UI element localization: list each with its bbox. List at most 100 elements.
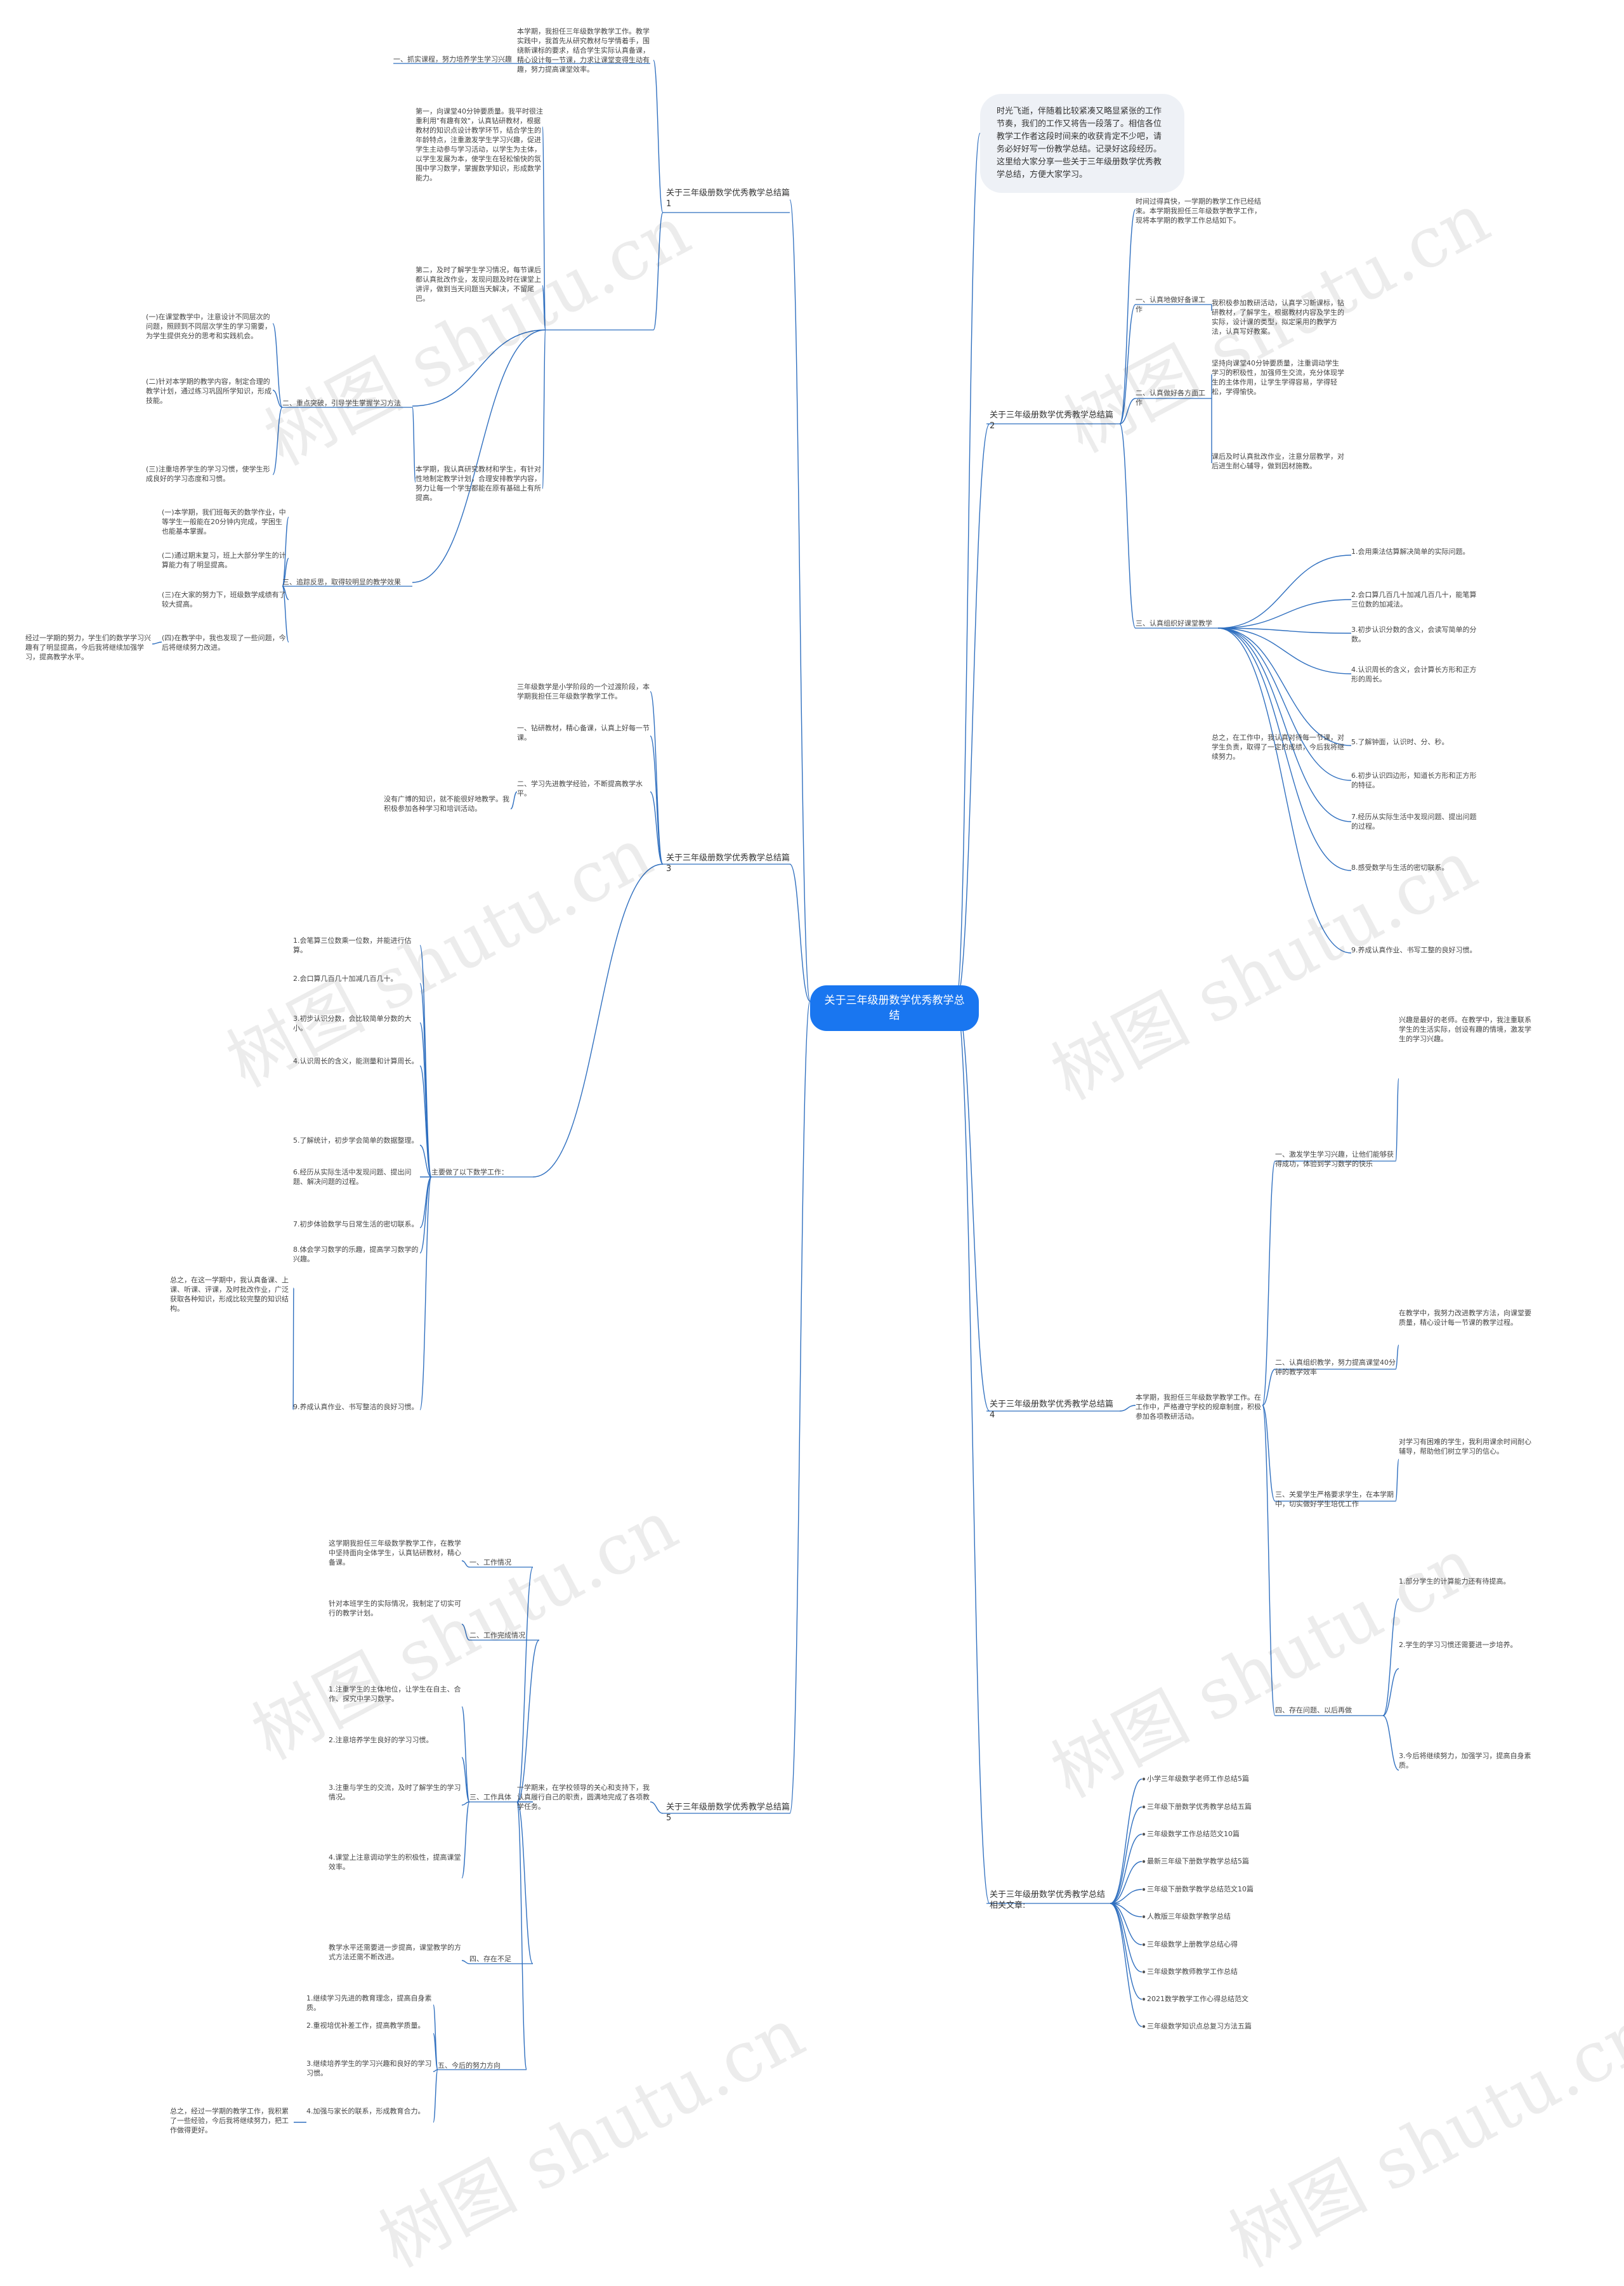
connector — [292, 1287, 294, 1410]
connector — [1119, 423, 1136, 629]
connector — [955, 1001, 990, 1412]
b2-item-9: 9.养成认真作业、书写工整的良好习惯。 — [1351, 946, 1477, 954]
intro-bubble: 时光飞逝，伴随着比较紧凑又略显紧张的工作节奏，我们的工作又将告一段落了。相信各位… — [980, 94, 1184, 193]
connector — [461, 1757, 470, 1803]
b2-item-4: 4.认识周长的含义，会计算长方形和正方形的周长。 — [1351, 666, 1477, 683]
connector — [1217, 627, 1352, 871]
b3-item-1: 1.会笔算三位数乘一位数，并能进行估算。 — [293, 936, 412, 954]
connector — [272, 390, 283, 408]
b3-item-4: 4.认识周长的含义，能测量和计算周长。 — [293, 1057, 419, 1065]
connector — [461, 1801, 470, 1879]
related-link[interactable]: 三年级数学教师教学工作总结 — [1147, 1967, 1238, 1976]
root-topic[interactable]: 关于三年级册数学优秀教学总结 — [810, 985, 979, 1031]
connector — [461, 1960, 470, 1964]
b5-section-4[interactable]: 四、存在不足 — [469, 1955, 511, 1963]
related-link[interactable]: 三年级数学上册教学总结心得 — [1147, 1940, 1238, 1948]
b4-section-2-text: 在教学中，我努力改进教学方法，向课堂要质量，精心设计每一节课的教学过程。 — [1399, 1309, 1531, 1327]
connector — [955, 423, 990, 1002]
b1-detail-1: 第一，向课堂40分钟要质量。我平时很注重利用"有趣有效"，认真钻研教材，根据教材… — [416, 107, 543, 182]
b1-section-3[interactable]: 三、追踪反思，取得较明显的教学效果 — [282, 578, 401, 586]
connector — [516, 1801, 527, 2070]
connector — [1262, 1160, 1276, 1406]
b4-section-4-b: 2.学生的学习习惯还需要进一步培养。 — [1399, 1641, 1517, 1649]
connector — [419, 1176, 432, 1254]
b1-closing: 经过一学期的努力，学生们的数学学习兴趣有了明显提高，今后我将继续加强学习，提高教… — [25, 634, 151, 661]
connector — [1262, 1369, 1276, 1406]
branch-5-title[interactable]: 关于三年级册数学优秀教学总结篇5 — [666, 1803, 790, 1823]
related-link[interactable]: 三年级下册数学教学总结范文10篇 — [1147, 1885, 1254, 1893]
b2-summary: 总之，在工作中，我认真对待每一节课，对学生负责，取得了一定的成绩，今后我将继续努… — [1212, 733, 1344, 761]
b2-section-1[interactable]: 一、认真地做好备课工作 — [1136, 296, 1205, 313]
connector — [1217, 627, 1352, 954]
branch-3-title[interactable]: 关于三年级册数学优秀教学总结篇3 — [666, 853, 790, 874]
branch-1-title[interactable]: 关于三年级册数学优秀教学总结篇1 — [666, 188, 790, 209]
related-link[interactable]: 小学三年级数学老师工作总结5篇 — [1147, 1775, 1249, 1783]
b2-section-3[interactable]: 三、认真组织好课堂教学 — [1136, 619, 1212, 627]
branch-2-title[interactable]: 关于三年级册数学优秀教学总结篇2 — [990, 411, 1114, 431]
b5-section-5-c: 3.继续培养学生的学习兴趣和良好的学习习惯。 — [306, 2059, 432, 2077]
connector — [1217, 555, 1352, 629]
connector — [1110, 1889, 1143, 1904]
b1-section-2[interactable]: 二、重点突破，引导学生掌握学习方法 — [282, 399, 401, 407]
related-link[interactable]: 三年级数学知识点总复习方法五篇 — [1147, 2022, 1252, 2030]
related-link[interactable]: 最新三年级下册数学教学总结5篇 — [1147, 1857, 1249, 1865]
branch-6-title[interactable]: 关于三年级册数学优秀教学总结相关文章: — [990, 1890, 1106, 1910]
related-link[interactable]: 人教版三年级数学教学总结 — [1147, 1912, 1231, 1921]
b4-section-3[interactable]: 三、关爱学生严格要求学生，在本学期中，切实做好学生培优工作 — [1275, 1490, 1394, 1508]
connector — [412, 329, 546, 583]
connector — [516, 1801, 534, 1964]
branch-4-title[interactable]: 关于三年级册数学优秀教学总结篇4 — [990, 1400, 1114, 1420]
connector — [650, 1801, 664, 1814]
connector — [789, 199, 811, 1002]
b5-section-5[interactable]: 五、今后的努力方向 — [438, 2061, 501, 2070]
b5-section-5-a: 1.继续学习先进的教育理念，提高自身素质。 — [306, 1994, 432, 2012]
connector — [1110, 1903, 1143, 2027]
related-link[interactable]: 2021数学教学工作心得总结范文 — [1147, 1995, 1248, 2003]
b5-section-2[interactable]: 二、工作完成情况 — [469, 1631, 525, 1639]
connector — [653, 212, 664, 331]
connector — [789, 1001, 811, 1814]
connector — [516, 1639, 540, 1803]
connector — [1217, 627, 1352, 674]
connector — [653, 60, 664, 213]
connector — [412, 407, 416, 483]
connector-lines — [152, 60, 1399, 2123]
b1-section-1[interactable]: 一、抓实课程，努力培养学生学习兴趣 — [393, 55, 512, 63]
b5-section-3[interactable]: 三、工作具体 — [469, 1793, 511, 1801]
related-link[interactable]: 三年级下册数学优秀教学总结五篇 — [1147, 1803, 1252, 1811]
b1-section-2-a: (一)在课堂教学中，注意设计不同层次的问题，照顾到不同层次学生的学习需要，为学生… — [146, 313, 272, 340]
b2-item-1: 1.会用乘法估算解决简单的实际问题。 — [1351, 548, 1470, 556]
b5-section-1[interactable]: 一、工作情况 — [469, 1558, 511, 1567]
connector — [433, 2033, 438, 2070]
connector — [419, 1176, 432, 1410]
b2-section-2[interactable]: 二、认真做好各方面工作 — [1136, 389, 1205, 407]
b4-opening: 本学期，我担任三年级数学教学工作。在工作中，严格遵守学校的规章制度，积极参加各项… — [1136, 1393, 1261, 1421]
connector — [1262, 1405, 1276, 1716]
connector — [1395, 1459, 1399, 1502]
connector — [272, 407, 283, 475]
related-link[interactable]: 三年级数学工作总结范文10篇 — [1147, 1830, 1240, 1838]
b3-item-8: 8.体会学习数学的乐趣，提高学习数学的兴趣。 — [293, 1245, 419, 1263]
connector — [650, 791, 664, 865]
connector — [282, 586, 289, 643]
b4-section-4[interactable]: 四、存在问题、以后再做 — [1275, 1706, 1352, 1714]
b3-opening: 三年级数学是小学阶段的一个过渡阶段，本学期我担任三年级数学教学工作。 — [517, 683, 650, 700]
connector — [1119, 1405, 1136, 1412]
b2-section-1-text: 我积极参加教研活动，认真学习新课标，钻研教材，了解学生，根据教材内容及学生的实际… — [1212, 299, 1344, 336]
b4-section-2[interactable]: 二、认真组织教学，努力提高课堂40分钟的教学效率 — [1275, 1358, 1396, 1376]
b4-section-1[interactable]: 一、激发学生学习兴趣，让他们能够获得成功，体验到学习数学的快乐 — [1275, 1150, 1394, 1168]
connector — [461, 1624, 470, 1641]
b5-closing: 总之，经过一学期的教学工作，我积累了一些经验，今后我将继续努力，把工作做得更好。 — [170, 2107, 289, 2134]
connector — [1119, 209, 1136, 424]
connector — [1119, 398, 1136, 424]
b5-opening: 一学期来，在学校领导的关心和支持下，我认真履行自己的职责，圆满地完成了各项教学任… — [517, 1783, 650, 1811]
connector — [282, 516, 289, 587]
connector — [419, 983, 432, 1178]
connector — [1110, 1903, 1143, 1917]
b1-section-3-a: (一)本学期，我们班每天的数学作业，中等学生一般能在20分钟内完成，学困生也能基… — [162, 508, 286, 535]
connector — [1217, 627, 1352, 634]
b5-section-3-a: 1.注重学生的主体地位，让学生在自主、合作、探究中学习数学。 — [329, 1685, 461, 1703]
connector — [1217, 627, 1352, 822]
b3-main[interactable]: 主要做了以下数学工作： — [431, 1168, 508, 1176]
connector — [516, 1567, 534, 1803]
